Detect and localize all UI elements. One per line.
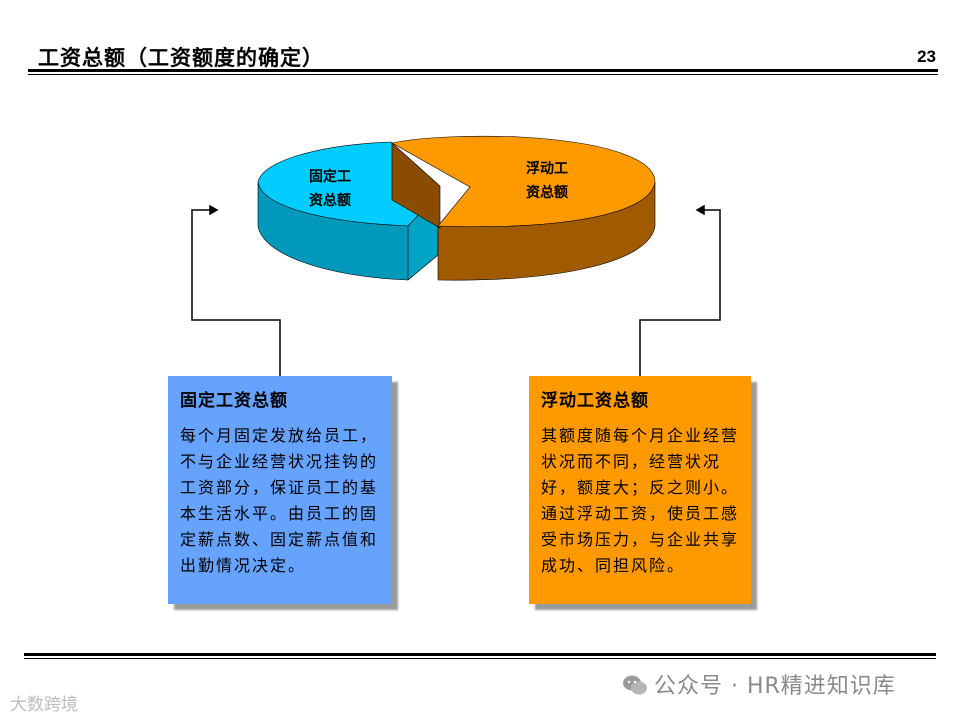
watermark-right-text: 公众号 · HR精进知识库 [654,674,896,699]
page-title: 工资总额（工资额度的确定） [38,46,324,70]
header-rule-thick [28,69,938,72]
pie-label-floating-line2: 资总额 [526,185,568,201]
watermark-left: 大数跨境 [10,695,78,715]
footer-rule-thin [24,658,936,659]
connector-left [191,204,281,376]
pie-label-fixed-line1: 固定工 [309,169,351,185]
pie-label-floating-line1: 浮动工 [526,161,568,177]
page-number: 23 [917,47,936,66]
floating-salary-description: 其额度随每个月企业经营状况而不同，经营状况好，额度大；反之则小。通过浮动工资，使… [541,426,740,575]
fixed-salary-description: 每个月固定发放给员工，不与企业经营状况挂钩的工资部分，保证员工的基本生活水平。由… [180,426,379,575]
fixed-salary-title: 固定工资总额 [180,391,288,411]
connector-right [639,204,721,376]
floating-salary-box: 浮动工资总额 其额度随每个月企业经营状况而不同，经营状况好，额度大；反之则小。通… [529,376,751,604]
fixed-salary-box: 固定工资总额 每个月固定发放给员工，不与企业经营状况挂钩的工资部分，保证员工的基… [168,376,392,604]
footer-rule-thick [24,653,936,656]
watermark-right: 公众号 · HR精进知识库 [622,668,896,700]
pie-slice-floating [391,135,656,281]
pie-label-fixed: 固定工 资总额 [300,165,360,213]
pie-label-floating: 浮动工 资总额 [515,157,579,205]
header-rule-thin [28,74,938,75]
pie-label-fixed-line2: 资总额 [309,193,351,209]
floating-salary-title: 浮动工资总额 [541,391,649,411]
wechat-icon [623,675,647,695]
